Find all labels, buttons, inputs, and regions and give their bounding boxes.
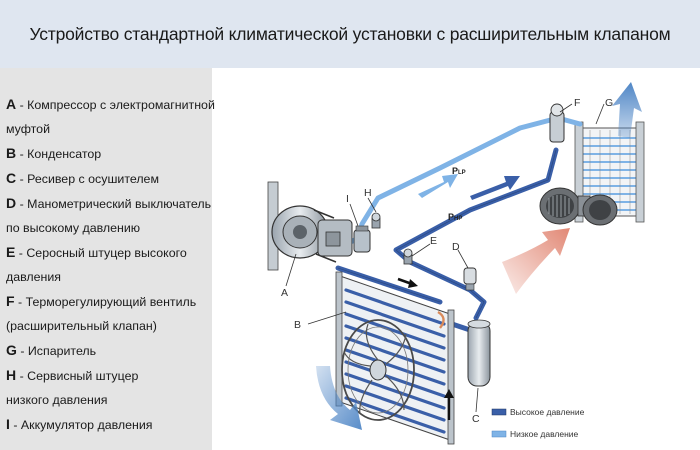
legend-item-e: E - Серосный штуцер высокого давления [6, 240, 212, 289]
legend-text: (расширительный клапан) [6, 319, 157, 333]
high-pressure-key: Высокое давление [510, 407, 585, 417]
legend-item-f: F - Терморегулирующий вентиль (расширите… [6, 289, 212, 338]
legend-text: - Конденсатор [16, 147, 102, 161]
ac-system-diagram: PLP PHP A B C D E F G H I Высокое давлен… [267, 82, 645, 445]
callout-g: G [605, 97, 613, 109]
legend-item-b: B - Конденсатор [6, 141, 212, 166]
pipe-key: Высокое давление Низкое давление [491, 407, 585, 439]
legend-text: давления [6, 270, 62, 284]
title-bar: Устройство стандартной климатической уст… [0, 0, 700, 68]
callout-b: B [294, 319, 301, 331]
pressure-switch [463, 267, 477, 291]
high-pressure-direction [470, 176, 520, 200]
flow-arrow-right [397, 277, 418, 288]
low-pressure-key: Низкое давление [510, 429, 579, 439]
callout-f: F [574, 97, 580, 109]
callout-i: I [346, 193, 349, 205]
condenser-fan [341, 319, 415, 421]
legend-code: B [6, 145, 17, 161]
low-pressure-direction [418, 174, 458, 198]
service-port-low [371, 212, 381, 229]
legend-panel: A - Компрессор с электромагнитной муфтой… [0, 68, 215, 450]
legend-text: - Терморегулирующий вентиль [14, 295, 197, 309]
legend-code: G [6, 342, 17, 358]
legend-code: F [6, 293, 15, 309]
high-pressure-label: PHP [448, 212, 462, 222]
high-pressure-swatch [491, 408, 507, 416]
callout-d: D [452, 241, 460, 253]
legend-code: D [6, 195, 17, 211]
receiver-drier [467, 319, 491, 387]
legend-text: - Ресивер с осушителем [16, 172, 159, 186]
low-pressure-swatch [491, 430, 507, 438]
callout-c: C [472, 413, 480, 425]
callout-h: H [364, 187, 372, 199]
legend-item-a: A - Компрессор с электромагнитной муфтой [6, 92, 215, 141]
legend-item-d: D - Манометрический выключатель по высок… [6, 191, 212, 240]
service-port-high [403, 248, 413, 265]
legend-text: - Серосный штуцер высокого [15, 246, 187, 260]
legend-text: - Сервисный штуцер [16, 369, 139, 383]
hot-air-arrow [502, 228, 570, 294]
callout-a: A [281, 287, 288, 299]
legend-code: A [6, 96, 17, 112]
legend-item-c: C - Ресивер с осушителем [6, 166, 212, 191]
legend-text: - Манометрический выключатель [16, 197, 212, 211]
accumulator [353, 225, 371, 253]
legend-text: - Аккумулятор давления [9, 418, 153, 432]
flow-arrow-up [444, 389, 454, 420]
page-title: Устройство стандартной климатической уст… [29, 23, 671, 44]
condenser [335, 271, 455, 445]
callout-e: E [430, 235, 437, 247]
blower-fan [539, 187, 618, 226]
legend-text: низкого давления [6, 393, 108, 407]
legend-text: по высокому давлению [6, 221, 141, 235]
legend-code: C [6, 170, 17, 186]
legend-text: муфтой [6, 122, 50, 136]
legend-item-g: G - Испаритель [6, 338, 212, 363]
cold-air-arrow-up [612, 82, 642, 138]
legend-text: - Компрессор с электромагнитной [16, 98, 215, 112]
expansion-valve [549, 103, 565, 143]
legend-item-h: H - Сервисный штуцер низкого давления [6, 363, 212, 412]
legend-code: H [6, 367, 17, 383]
callout-leaders [285, 103, 605, 413]
air-flow-arrow [316, 366, 362, 430]
legend-text: - Испаритель [16, 344, 97, 358]
legend-code: I [6, 416, 10, 432]
legend-item-i: I - Аккумулятор давления [6, 412, 212, 437]
legend-code: E [6, 244, 16, 260]
low-pressure-label: PLP [452, 166, 466, 176]
compressor [267, 181, 353, 271]
